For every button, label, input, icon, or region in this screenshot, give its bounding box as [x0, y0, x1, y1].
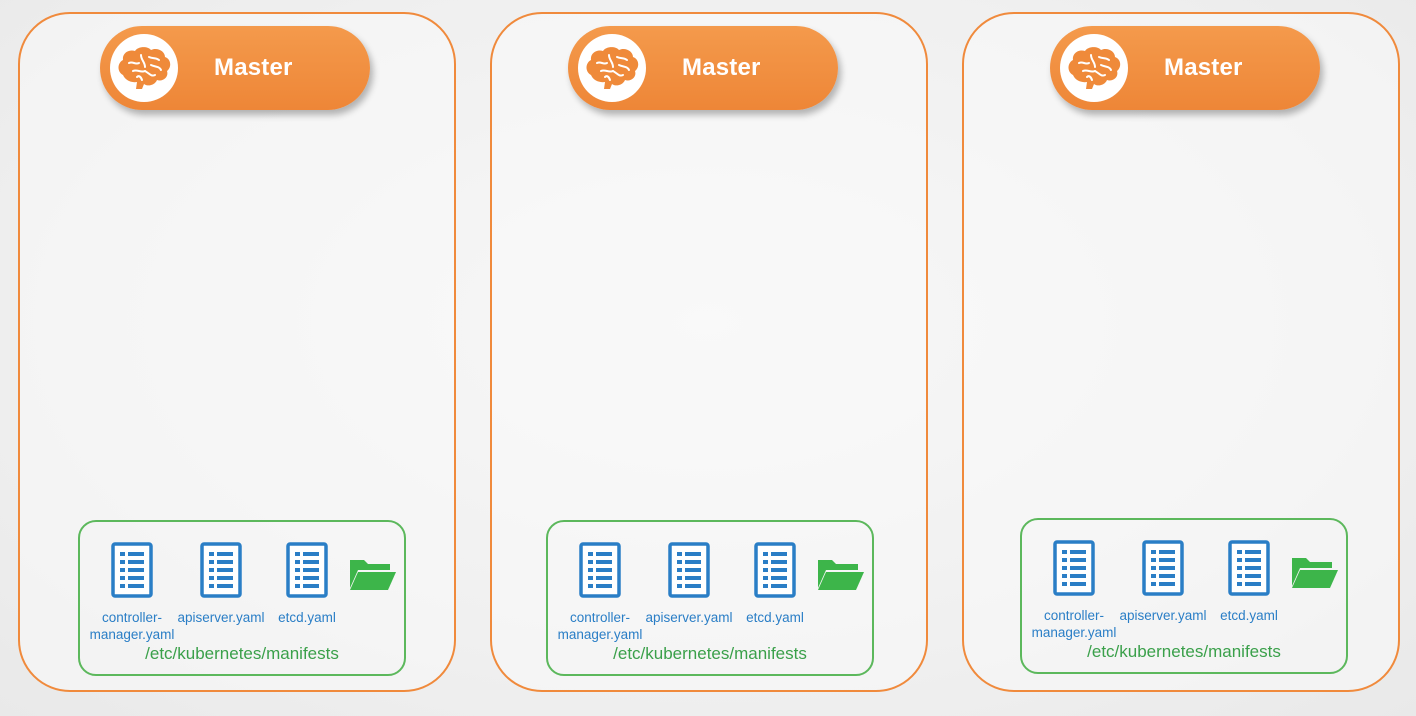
document-icon — [111, 542, 153, 598]
document-icon — [1053, 540, 1095, 596]
brain-circle — [1060, 34, 1128, 102]
file-label: controller- manager.yaml — [89, 610, 175, 642]
file-label: apiserver.yaml — [645, 610, 733, 625]
manifests-path: /etc/kubernetes/manifests — [1087, 642, 1281, 661]
master-title: Master — [1164, 54, 1243, 81]
master-title: Master — [682, 54, 761, 81]
file-etcd: etcd.yaml — [1212, 540, 1286, 624]
master-badge: Master — [100, 26, 370, 110]
master-title: Master — [214, 54, 293, 81]
file-controller-manager: controller- manager.yaml — [84, 542, 180, 643]
folder-open-icon — [350, 560, 396, 590]
file-label: etcd.yaml — [278, 610, 336, 625]
brain-icon — [1068, 47, 1121, 89]
file-apiserver: apiserver.yaml — [640, 542, 738, 626]
file-label: etcd.yaml — [1220, 608, 1278, 623]
document-icon — [1228, 540, 1270, 596]
file-label: controller- manager.yaml — [1031, 608, 1117, 640]
file-label: etcd.yaml — [746, 610, 804, 625]
file-controller-manager: controller- manager.yaml — [552, 542, 648, 643]
manifests-path: /etc/kubernetes/manifests — [145, 644, 339, 663]
document-icon — [200, 542, 242, 598]
folder-open-icon — [1292, 558, 1338, 588]
document-icon — [668, 542, 710, 598]
brain-circle — [110, 34, 178, 102]
master-badge: Master — [1050, 26, 1320, 110]
file-apiserver: apiserver.yaml — [1114, 540, 1212, 624]
folder-open-icon — [818, 560, 864, 590]
file-label: apiserver.yaml — [1119, 608, 1207, 623]
brain-circle — [578, 34, 646, 102]
document-icon — [286, 542, 328, 598]
file-controller-manager: controller- manager.yaml — [1026, 540, 1122, 641]
brain-icon — [118, 47, 171, 89]
file-etcd: etcd.yaml — [270, 542, 344, 626]
manifests-path: /etc/kubernetes/manifests — [613, 644, 807, 663]
document-icon — [1142, 540, 1184, 596]
file-label: controller- manager.yaml — [557, 610, 643, 642]
file-label: apiserver.yaml — [177, 610, 265, 625]
document-icon — [579, 542, 621, 598]
brain-icon — [586, 47, 639, 89]
master-node-2: Master controller- manager.yaml apiserve… — [962, 12, 1400, 692]
master-badge: Master — [568, 26, 838, 110]
document-icon — [754, 542, 796, 598]
manifests-directory: controller- manager.yaml apiserver.yaml … — [78, 520, 406, 676]
master-node-0: Master controller- manager.yaml apiserve… — [18, 12, 456, 692]
manifests-directory: controller- manager.yaml apiserver.yaml … — [1020, 518, 1348, 674]
master-node-1: Master controller- manager.yaml apiserve… — [490, 12, 928, 692]
manifests-directory: controller- manager.yaml apiserver.yaml … — [546, 520, 874, 676]
file-etcd: etcd.yaml — [738, 542, 812, 626]
file-apiserver: apiserver.yaml — [172, 542, 270, 626]
